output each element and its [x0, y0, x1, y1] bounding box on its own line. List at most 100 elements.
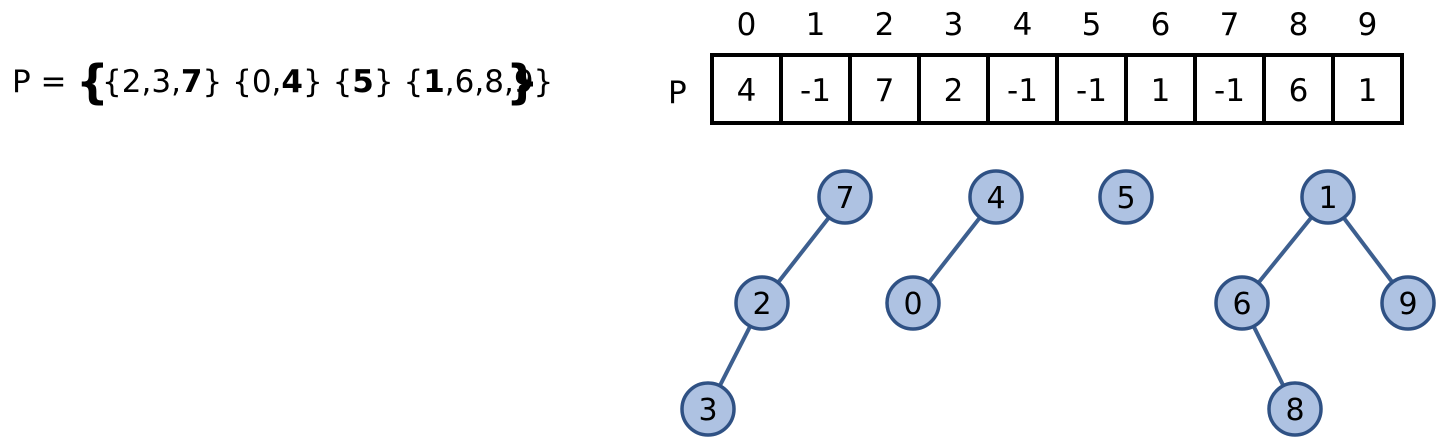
parent-array: P 0 1 2 3 4 5 6 7 8 9 4 -1 7 2 -1 -1 1 -1 6 1 — [668, 7, 1404, 125]
set-element: 6 — [455, 64, 475, 100]
forest: 7 2 3 4 0 5 1 6 9 8 — [680, 169, 1436, 437]
array-index: 4 — [1013, 7, 1033, 43]
tree-node-label: 3 — [698, 393, 717, 428]
tree-node: 7 — [817, 169, 873, 225]
array-index: 9 — [1358, 7, 1378, 43]
array-cell: 2 — [917, 53, 990, 125]
tree-node: 2 — [734, 275, 790, 331]
set-comma: , — [445, 64, 455, 100]
tree-node: 4 — [968, 169, 1024, 225]
set-groups: {2,3,7} {0,4} {5} {1,6,8,9} — [102, 64, 553, 100]
set-element: 5 — [352, 64, 374, 100]
array-cell: -1 — [1193, 53, 1266, 125]
set-label: P = — [12, 64, 67, 100]
array-cells: 4 -1 7 2 -1 -1 1 -1 6 1 — [710, 53, 1404, 125]
set-element: 9 — [514, 64, 534, 100]
array-cell-value: 2 — [944, 73, 964, 109]
tree-node: 5 — [1098, 169, 1154, 225]
tree-node: 9 — [1380, 275, 1436, 331]
set-element: 1 — [423, 64, 445, 100]
array-index: 6 — [1151, 7, 1171, 43]
set-element: 4 — [281, 64, 303, 100]
array-cell-box — [1055, 53, 1128, 125]
set-element: 0 — [252, 64, 272, 100]
tree-node-label: 9 — [1398, 287, 1417, 322]
tree-node: 0 — [885, 275, 941, 331]
set-comma: , — [171, 64, 181, 100]
array-cell-value: -1 — [1214, 73, 1245, 109]
array-cell-value: 4 — [737, 73, 757, 109]
group-open-brace: { — [222, 64, 252, 100]
array-index: 3 — [944, 7, 964, 43]
array-cell: -1 — [1055, 53, 1128, 125]
tree-node-label: 2 — [752, 287, 771, 322]
tree-node-circle — [817, 169, 873, 225]
group-open-brace: { — [323, 64, 353, 100]
array-cell-box — [986, 53, 1059, 125]
open-brace: { — [76, 55, 109, 109]
close-brace: } — [506, 55, 539, 109]
array-index: 2 — [875, 7, 895, 43]
array-cell-box — [1331, 53, 1404, 125]
tree-node-label: 6 — [1232, 287, 1251, 322]
tree-node-circle — [885, 275, 941, 331]
set-comma: , — [504, 64, 514, 100]
tree-node-circle — [968, 169, 1024, 225]
set-element: 3 — [151, 64, 171, 100]
group-close-brace: } — [303, 64, 323, 100]
array-cell: 4 — [710, 53, 783, 125]
set-element: 2 — [122, 64, 142, 100]
array-index: 0 — [737, 7, 757, 43]
array-index: 5 — [1082, 7, 1102, 43]
array-index: 1 — [806, 7, 826, 43]
array-cell-value: -1 — [800, 73, 831, 109]
tree-node-circle — [1214, 275, 1270, 331]
tree-node-circle — [1300, 169, 1356, 225]
array-cell-value: -1 — [1007, 73, 1038, 109]
tree-node-circle — [1098, 169, 1154, 225]
group-open-brace: { — [102, 64, 122, 100]
set-element: 7 — [181, 64, 203, 100]
tree-node: 6 — [1214, 275, 1270, 331]
tree-node-label: 0 — [903, 287, 922, 322]
array-cell-value: 1 — [1358, 73, 1378, 109]
set-comma: , — [474, 64, 484, 100]
array-cell: 6 — [1262, 53, 1335, 125]
array-cell-value: 6 — [1289, 73, 1309, 109]
array-cell-value: 7 — [875, 73, 895, 109]
tree-node: 3 — [680, 381, 736, 437]
set-comma: , — [272, 64, 282, 100]
tree-node: 8 — [1267, 381, 1323, 437]
set-expression: P = { {2,3,7} {0,4} {5} {1,6,8,9} } — [12, 55, 553, 109]
tree-node-label: 1 — [1318, 181, 1337, 216]
tree-node: 1 — [1300, 169, 1356, 225]
group-open-brace: { — [394, 64, 424, 100]
array-cell-value: 1 — [1151, 73, 1171, 109]
tree-nodes: 7 2 3 4 0 5 1 6 9 8 — [680, 169, 1436, 437]
array-cell: 1 — [1124, 53, 1197, 125]
array-cell: -1 — [986, 53, 1059, 125]
tree-node-label: 8 — [1285, 393, 1304, 428]
array-cell-box — [1124, 53, 1197, 125]
array-indices: 0 1 2 3 4 5 6 7 8 9 — [737, 7, 1378, 43]
tree-node-label: 4 — [986, 181, 1005, 216]
array-cell-box — [1193, 53, 1266, 125]
group-close-brace: } — [203, 64, 223, 100]
array-cell-box — [779, 53, 852, 125]
array-row-label: P — [668, 75, 687, 111]
tree-node-circle — [734, 275, 790, 331]
array-cell-value: -1 — [1076, 73, 1107, 109]
set-comma: , — [141, 64, 151, 100]
tree-node-circle — [680, 381, 736, 437]
tree-edges — [706, 195, 1410, 410]
array-cell: 7 — [848, 53, 921, 125]
tree-node-label: 5 — [1116, 181, 1135, 216]
group-close-brace: } — [534, 64, 554, 100]
group-close-brace: } — [374, 64, 394, 100]
array-cell: 1 — [1331, 53, 1404, 125]
array-index: 8 — [1289, 7, 1309, 43]
tree-node-circle — [1380, 275, 1436, 331]
set-element: 8 — [484, 64, 504, 100]
array-index: 7 — [1220, 7, 1240, 43]
